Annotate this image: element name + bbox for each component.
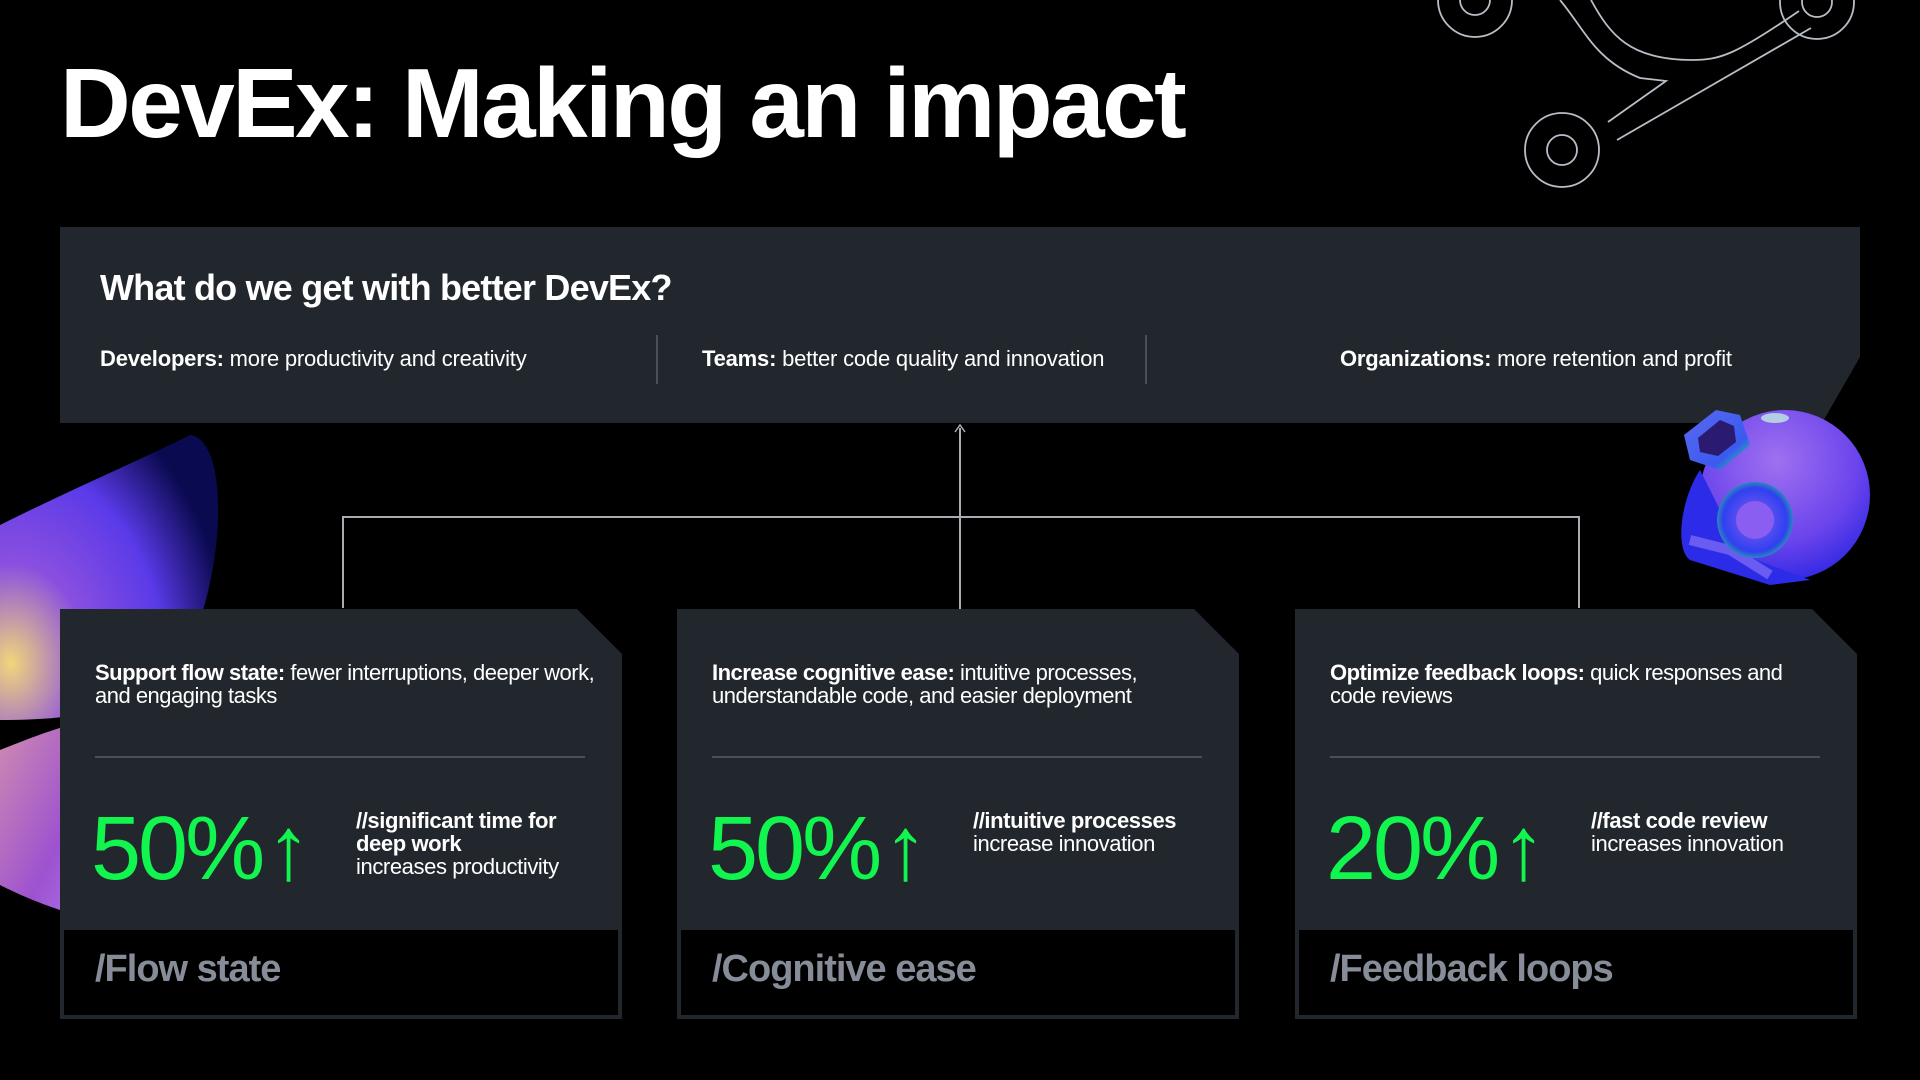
summary-heading: What do we get with better DevEx? [100,267,672,308]
card-stat: 50%↑ [91,799,308,899]
summary-item-label: Organizations: [1340,346,1492,371]
card-note: //significant time for deep work increas… [356,809,596,878]
card-description-bold: Support flow state: [95,660,285,685]
card-description: Support flow state: fewer interruptions,… [95,661,595,707]
arrow-up-icon: ↑ [1501,799,1544,899]
card-description-text: quick responses and code reviews [1330,660,1783,708]
card-footer: /Feedback loops [1299,930,1853,1015]
card-divider [95,756,585,758]
summary-divider [1145,335,1147,384]
card-description-text: intuitive processes, understandable code… [712,660,1138,708]
card-note: //fast code review increases innovation [1591,809,1831,855]
stat-value: 50% [91,799,263,899]
connector-horizontal [342,516,1580,518]
connector-vertical-center [959,428,961,609]
summary-item-text: more productivity and creativity [223,346,527,371]
card-stat: 50%↑ [708,799,925,899]
card-note: //intuitive processes increase innovatio… [973,809,1223,855]
card-note-bold: //fast code review [1591,808,1768,833]
connector-left-drop [342,517,344,608]
card-footer-label: /Cognitive ease [712,948,976,990]
card-footer: /Flow state [64,930,618,1015]
card-footer-label: /Flow state [95,948,281,990]
summary-item-teams: Teams: better code quality and innovatio… [702,346,1104,372]
summary-item-organizations: Organizations: more retention and profit [1340,346,1732,372]
summary-panel: What do we get with better DevEx? Develo… [60,227,1860,423]
summary-item-text: better code quality and innovation [776,346,1105,371]
card-description: Optimize feedback loops: quick responses… [1330,661,1800,707]
summary-item-text: more retention and profit [1491,346,1732,371]
card-feedback-loops: Optimize feedback loops: quick responses… [1295,609,1857,1019]
card-note-bold: //significant time for deep work [356,808,557,856]
card-stat: 20%↑ [1326,799,1543,899]
card-note-bold: //intuitive processes [973,808,1177,833]
card-note-text: increase innovation [973,831,1155,856]
card-flow-state: Support flow state: fewer interruptions,… [60,609,622,1019]
summary-item-developers: Developers: more productivity and creati… [100,346,527,372]
card-description: Increase cognitive ease: intuitive proce… [712,661,1212,707]
helmet-decoration [1681,410,1870,585]
connector-right-drop [1578,517,1580,608]
summary-item-label: Teams: [702,346,777,371]
git-branch-icon [1437,0,1855,188]
arrow-up-icon: ↑ [266,799,309,899]
card-note-text: increases innovation [1591,831,1784,856]
arrow-up-icon: ↑ [883,799,926,899]
card-description-bold: Optimize feedback loops: [1330,660,1585,685]
card-cognitive-ease: Increase cognitive ease: intuitive proce… [677,609,1239,1019]
card-footer: /Cognitive ease [681,930,1235,1015]
slide-title: DevEx: Making an impact [60,48,1187,158]
card-divider [1330,756,1820,758]
stat-value: 20% [1326,799,1498,899]
summary-item-label: Developers: [100,346,224,371]
arrow-up-icon [954,424,966,433]
card-description-text: fewer interruptions, deeper work, and en… [95,660,595,708]
card-footer-label: /Feedback loops [1330,948,1613,990]
card-note-text: increases productivity [356,854,559,879]
stat-value: 50% [708,799,880,899]
card-description-bold: Increase cognitive ease: [712,660,955,685]
summary-divider [656,335,658,384]
card-divider [712,756,1202,758]
